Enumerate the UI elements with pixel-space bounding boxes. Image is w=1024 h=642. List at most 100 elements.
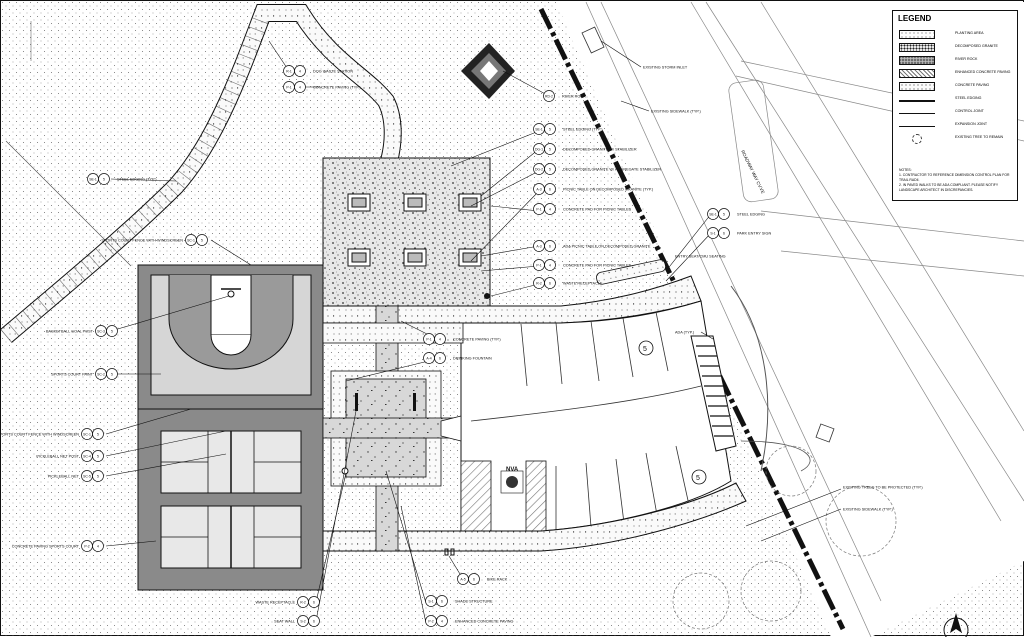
parking-stall-lines bbox=[470, 311, 702, 531]
callout-text: CONCRETE PAVING (TYP.) bbox=[453, 337, 501, 341]
callout-tag-circle bbox=[718, 227, 730, 239]
legend-swatch bbox=[899, 43, 935, 52]
legend-item: CONTROL JOINT bbox=[899, 107, 1015, 119]
stall-count-badge-north bbox=[638, 340, 654, 356]
bike-rack bbox=[444, 548, 455, 556]
callout-code: S-1 bbox=[710, 231, 715, 235]
legend-label: DECOMPOSED GRANITE bbox=[955, 44, 998, 48]
callout-code: 5 bbox=[97, 454, 99, 458]
callout-code: 4 bbox=[299, 85, 301, 89]
callout-text: DECOMPOSED GRANITE W/ STABILIZER bbox=[563, 147, 637, 151]
notes-title: NOTES: bbox=[899, 168, 912, 172]
storm-inlet bbox=[815, 423, 835, 443]
callout-code: 5 bbox=[97, 474, 99, 478]
legend-label: ENHANCED CONCRETE PAVING bbox=[955, 70, 1011, 74]
callout-code: R-2 bbox=[300, 600, 306, 604]
ada-stall-hatch-left bbox=[460, 460, 492, 532]
callout-code: SC-1 bbox=[83, 432, 91, 436]
entry-curb-2 bbox=[740, 440, 811, 472]
callout-code: 5 bbox=[549, 127, 551, 131]
callout-tag-circle bbox=[436, 595, 448, 607]
callout-text: CONCRETE PAVING SPORTS COURT bbox=[12, 544, 80, 548]
callout-entry-seat: ENTRY SEAT/CMU SEATING bbox=[675, 254, 726, 258]
note-1: 1. CONTRACTOR TO REFERENCE DIMENSION CON… bbox=[899, 173, 1010, 182]
legend-item: EXISTING TREE TO REMAIN bbox=[899, 133, 1015, 145]
callout-text: WASTE RECEPTACLE bbox=[563, 281, 603, 285]
basketball-key bbox=[210, 274, 252, 336]
callout-text: PICNIC TABLE ON DECOMPOSED GRANITE (TYP.… bbox=[563, 187, 654, 191]
callout-text: BIKE RACK bbox=[487, 577, 508, 581]
callout-existing-sidewalk-2: EXISTING SIDEWALK (TYP.) bbox=[843, 507, 894, 511]
callout-code: SC-5 bbox=[83, 474, 91, 478]
callout-tag-circle bbox=[544, 143, 556, 155]
legend-item: DECOMPOSED GRANITE bbox=[899, 42, 1015, 54]
callout-tag-circle bbox=[196, 234, 208, 246]
callout-code: 6 bbox=[549, 187, 551, 191]
callout-tag-circle bbox=[436, 615, 448, 627]
callout-tag-circle bbox=[98, 173, 110, 185]
plaza-entry bbox=[440, 415, 462, 442]
callout-existing-sidewalk: EXISTING SIDEWALK (TYP.) bbox=[651, 109, 702, 113]
callout-text: DRINKING FOUNTAIN bbox=[453, 356, 492, 360]
legend-label: EXISTING TREE TO REMAIN bbox=[955, 135, 1004, 139]
callout-tag-circle bbox=[544, 240, 556, 252]
callout-code: SE-1 bbox=[535, 127, 543, 131]
callout-text: CONCRETE PAVING (TYP.) bbox=[313, 85, 361, 89]
callout-code: A-3 bbox=[536, 187, 541, 191]
callout-code: 6 bbox=[473, 577, 475, 581]
legend-item: ENHANCED CONCRETE PAVING bbox=[899, 68, 1015, 80]
legend-item: PLANTING AREA bbox=[899, 29, 1015, 41]
callout-code: 4 bbox=[441, 619, 443, 623]
callout-code: A-4 bbox=[426, 356, 431, 360]
callout-tag-circle bbox=[544, 123, 556, 135]
callout-text: STEEL EDGING bbox=[737, 212, 765, 216]
free-throw-circle bbox=[210, 334, 252, 356]
legend-swatch bbox=[899, 69, 935, 78]
callout-tag-circle bbox=[544, 163, 556, 175]
callout-tag-circle bbox=[294, 65, 306, 77]
callout-text: CONCRETE PAD FOR PICNIC TABLES bbox=[563, 207, 632, 211]
callout-steel-edging-top: SE-1 5 STEEL EDGING (TYP.) bbox=[533, 123, 603, 135]
decomposed-granite-plaza bbox=[322, 157, 491, 307]
callout-code: DG-2 bbox=[535, 167, 543, 171]
callout-code: SC-3 bbox=[97, 329, 105, 333]
legend-swatch bbox=[899, 82, 935, 91]
pickleball-courts bbox=[160, 430, 302, 569]
callout-code: 4 bbox=[97, 544, 99, 548]
river-rock-feature bbox=[461, 43, 515, 99]
callout-text: SPORTS COURT PAINT bbox=[51, 372, 94, 376]
callout-text: STEEL EDGING (TYP.) bbox=[563, 127, 603, 131]
callout-code: 5 bbox=[97, 432, 99, 436]
callout-text: EXISTING TREES TO BE PROTECTED (TYP.) bbox=[843, 485, 923, 489]
callout-tag-circle bbox=[92, 540, 104, 552]
callout-tag-circle bbox=[92, 428, 104, 440]
seat-wall-1 bbox=[355, 393, 358, 411]
legend-label: RIVER ROCK bbox=[955, 57, 978, 61]
callout-code: 4 bbox=[299, 69, 301, 73]
callout-text: EXISTING STORM INLET bbox=[643, 65, 688, 69]
legend-swatch bbox=[899, 30, 935, 39]
north-arrow bbox=[943, 613, 969, 642]
callout-code: A-3 bbox=[536, 244, 541, 248]
callout-code: S-1 bbox=[428, 599, 433, 603]
callout-code: 5 bbox=[201, 238, 203, 242]
callout-text: STEEL EDGING (TYP.) bbox=[117, 177, 157, 181]
callout-code: SE-1 bbox=[709, 212, 717, 216]
callout-code: 4 bbox=[439, 337, 441, 341]
callout-tag-circle bbox=[544, 183, 556, 195]
callout-code: 5 bbox=[103, 177, 105, 181]
callout-code: SC-4 bbox=[83, 454, 91, 458]
